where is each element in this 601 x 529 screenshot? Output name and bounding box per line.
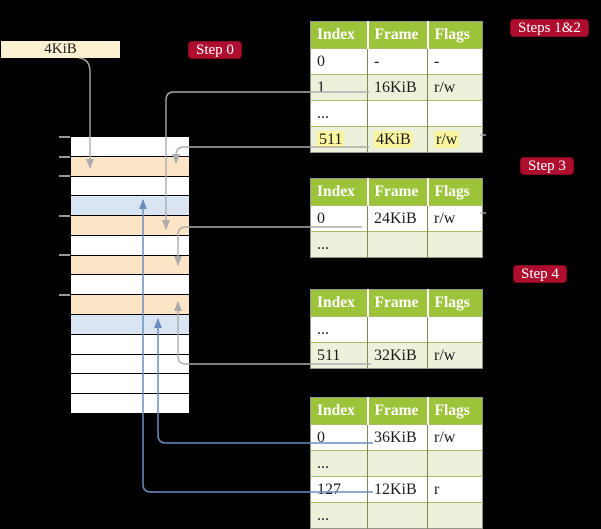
memory-frame-row: [71, 196, 189, 217]
table-cell: 16KiB: [367, 74, 428, 101]
table-row: ...: [310, 502, 483, 529]
highlighted-value: 4KiB: [374, 130, 413, 148]
address-tick: [59, 294, 71, 296]
memory-frame-row: [71, 216, 189, 236]
column-header: Frame: [366, 397, 428, 425]
table-cell: 511: [310, 342, 368, 369]
table-cell: r/w: [427, 342, 483, 369]
column-header: Frame: [366, 21, 428, 49]
column-header: Index: [310, 178, 368, 206]
table-cell: [367, 502, 428, 529]
table-row: ...: [310, 450, 483, 477]
table-cell: -: [427, 48, 483, 75]
column-header: Index: [310, 289, 368, 317]
column-header: Frame: [366, 289, 428, 317]
memory-frame-row: [71, 176, 189, 197]
table-cell: [367, 316, 428, 343]
table-cell: [367, 450, 428, 477]
address-tick: [59, 136, 71, 138]
badge-steps-1-2: Steps 1&2: [510, 19, 589, 37]
frame-size-label: 4KiB: [1, 41, 120, 58]
table-cell: 32KiB: [367, 342, 428, 369]
column-header: Flags: [426, 178, 483, 206]
memory-frame-row: [71, 315, 189, 335]
memory-frame-row: [71, 255, 189, 276]
memory-frame-row: [71, 354, 189, 375]
table-row: 511 4KiB r/w: [310, 126, 483, 153]
table-cell: ...: [310, 231, 368, 258]
table-cell: 0: [310, 424, 368, 451]
table-cell: [427, 231, 483, 258]
memory-frame-row: [71, 137, 189, 157]
address-tick: [59, 156, 71, 158]
memory-frame-row: [71, 334, 189, 355]
highlighted-value: r/w: [434, 130, 460, 148]
table-row: ...: [310, 100, 483, 127]
table-cell: 24KiB: [367, 205, 428, 232]
column-header: Frame: [366, 178, 428, 206]
table-cell: ...: [310, 100, 368, 127]
table-cell: [427, 316, 483, 343]
badge-step-0: Step 0: [188, 41, 242, 59]
memory-frame-row: [71, 275, 189, 296]
table-cell: -: [367, 48, 428, 75]
table-cell: [427, 100, 483, 127]
table-cell: r: [427, 476, 483, 503]
highlighted-value: 511: [317, 130, 345, 148]
table-cell: [367, 231, 428, 258]
table-cell: [427, 502, 483, 529]
physical-memory-strip: [70, 136, 190, 414]
table-cell: r/w: [427, 424, 483, 451]
address-tick: [59, 175, 71, 177]
table-cell: ...: [310, 316, 368, 343]
memory-frame-row: [71, 374, 189, 395]
memory-frame-row: [71, 394, 189, 413]
table-cell: [427, 450, 483, 477]
badge-step-3: Step 3: [520, 157, 574, 175]
memory-frame-row: [71, 235, 189, 256]
column-header: Flags: [426, 397, 483, 425]
table-cell: ...: [310, 450, 368, 477]
table-cell: 1: [310, 74, 368, 101]
table-row: 0--: [310, 48, 483, 75]
address-tick: [59, 254, 71, 256]
table-cell: 0: [310, 205, 368, 232]
table-row: ...: [310, 231, 483, 258]
table-cell: r/w: [427, 205, 483, 232]
column-header: Flags: [426, 289, 483, 317]
table-row: ...: [310, 316, 483, 343]
table-cell: ...: [310, 502, 368, 529]
column-header: Index: [310, 397, 368, 425]
table-cell: 12KiB: [367, 476, 428, 503]
column-header: Flags: [426, 21, 483, 49]
table-cell: 4KiB: [367, 126, 428, 153]
table-cell: 511: [310, 126, 368, 153]
column-header: Index: [310, 21, 368, 49]
table-cell: r/w: [427, 126, 483, 153]
table-cell: 127: [310, 476, 368, 503]
badge-step-4: Step 4: [513, 265, 567, 283]
table-cell: [367, 100, 428, 127]
memory-frame-row: [71, 156, 189, 177]
table-cell: 36KiB: [367, 424, 428, 451]
table-cell: 0: [310, 48, 368, 75]
address-tick: [59, 215, 71, 217]
table-cell: r/w: [427, 74, 483, 101]
memory-frame-row: [71, 295, 189, 316]
